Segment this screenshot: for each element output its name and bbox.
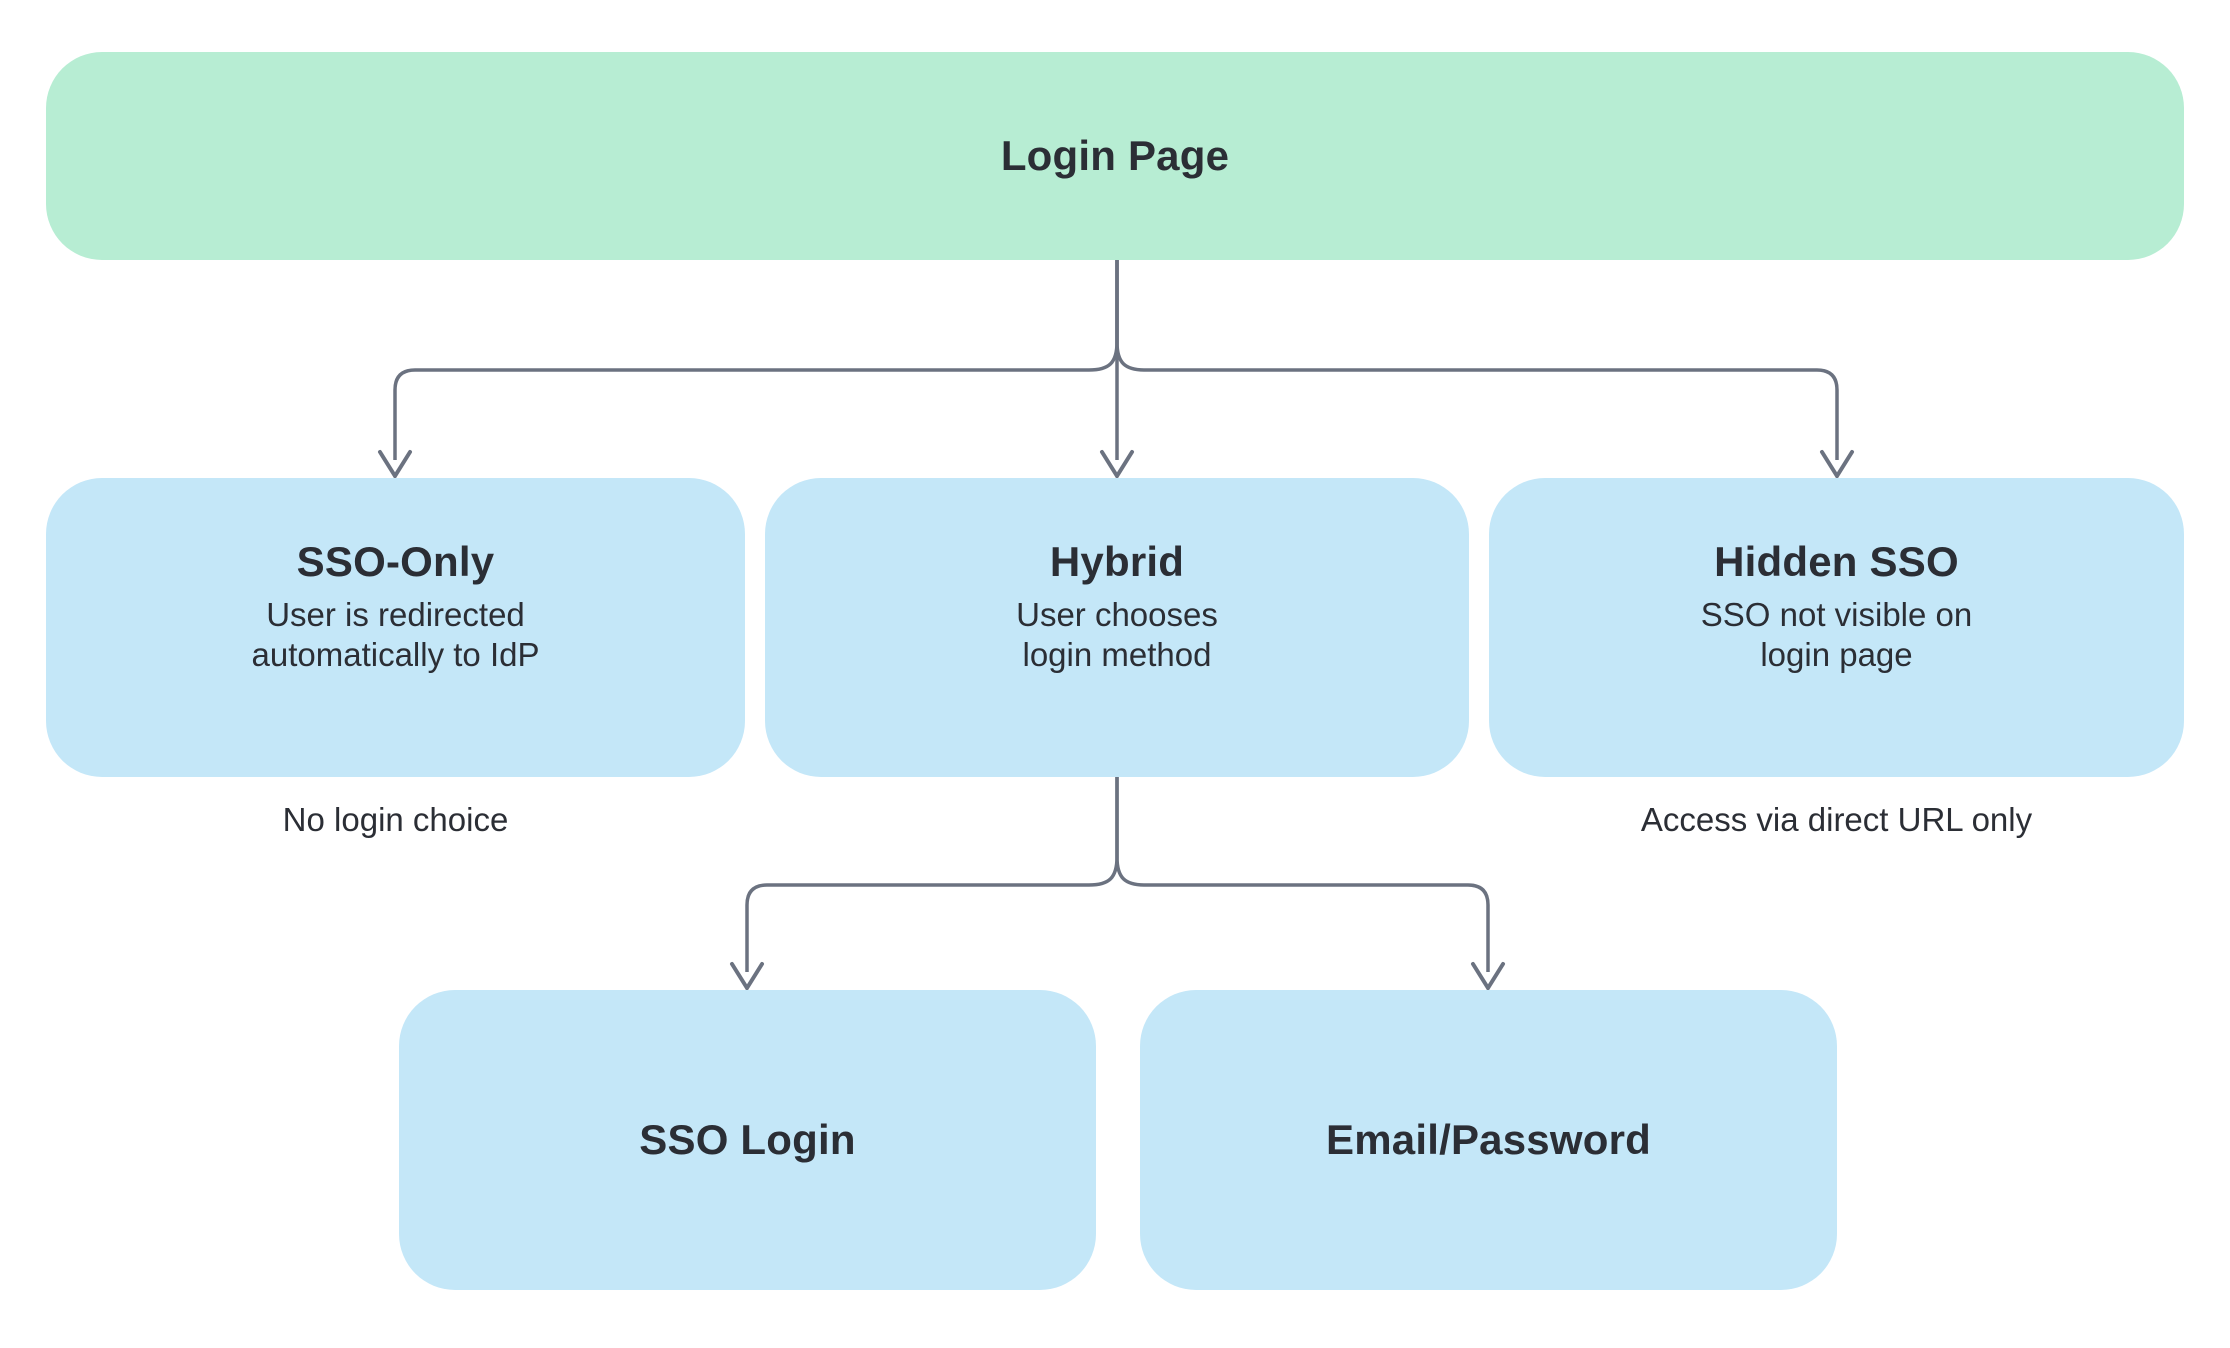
connector-line (393, 260, 1119, 460)
node-description: SSO not visible on login page (1700, 595, 1973, 673)
connector-hybrid-to-sso-login (730, 777, 1119, 992)
arrowhead-icon (378, 450, 412, 480)
node-sso-login: SSO Login (399, 990, 1096, 1290)
node-email-password: Email/Password (1140, 990, 1837, 1290)
arrowhead-icon (1100, 450, 1134, 480)
node-title: Email/Password (1326, 1116, 1651, 1163)
node-login-page: Login Page (46, 52, 2184, 260)
caption-no-login-choice: No login choice (282, 801, 509, 838)
node-title: SSO-Only (296, 537, 495, 585)
connector-line (1115, 777, 1490, 972)
node-description: User chooses login method (1016, 595, 1218, 673)
node-title: SSO Login (639, 1116, 856, 1163)
connector-login-to-hidden-sso (1115, 260, 1854, 480)
arrowhead-icon (1820, 450, 1854, 480)
arrowhead-icon (1471, 962, 1505, 992)
arrowhead-icon (730, 962, 764, 992)
node-hidden-sso: Hidden SSO SSO not visible on login page (1489, 478, 2184, 777)
node-title: Login Page (1000, 132, 1230, 179)
connector-login-to-sso-only (378, 260, 1119, 480)
node-sso-only: SSO-Only User is redirected automaticall… (46, 478, 745, 777)
connector-hybrid-to-email-password (1115, 777, 1505, 992)
node-description: User is redirected automatically to IdP (251, 595, 540, 673)
node-hybrid: Hybrid User chooses login method (765, 478, 1469, 777)
connector-line (745, 777, 1119, 972)
node-title: Hybrid (1049, 537, 1185, 585)
connector-line (1115, 260, 1839, 460)
caption-access-via-direct-url: Access via direct URL only (1640, 801, 2033, 838)
node-title: Hidden SSO (1714, 537, 1959, 585)
